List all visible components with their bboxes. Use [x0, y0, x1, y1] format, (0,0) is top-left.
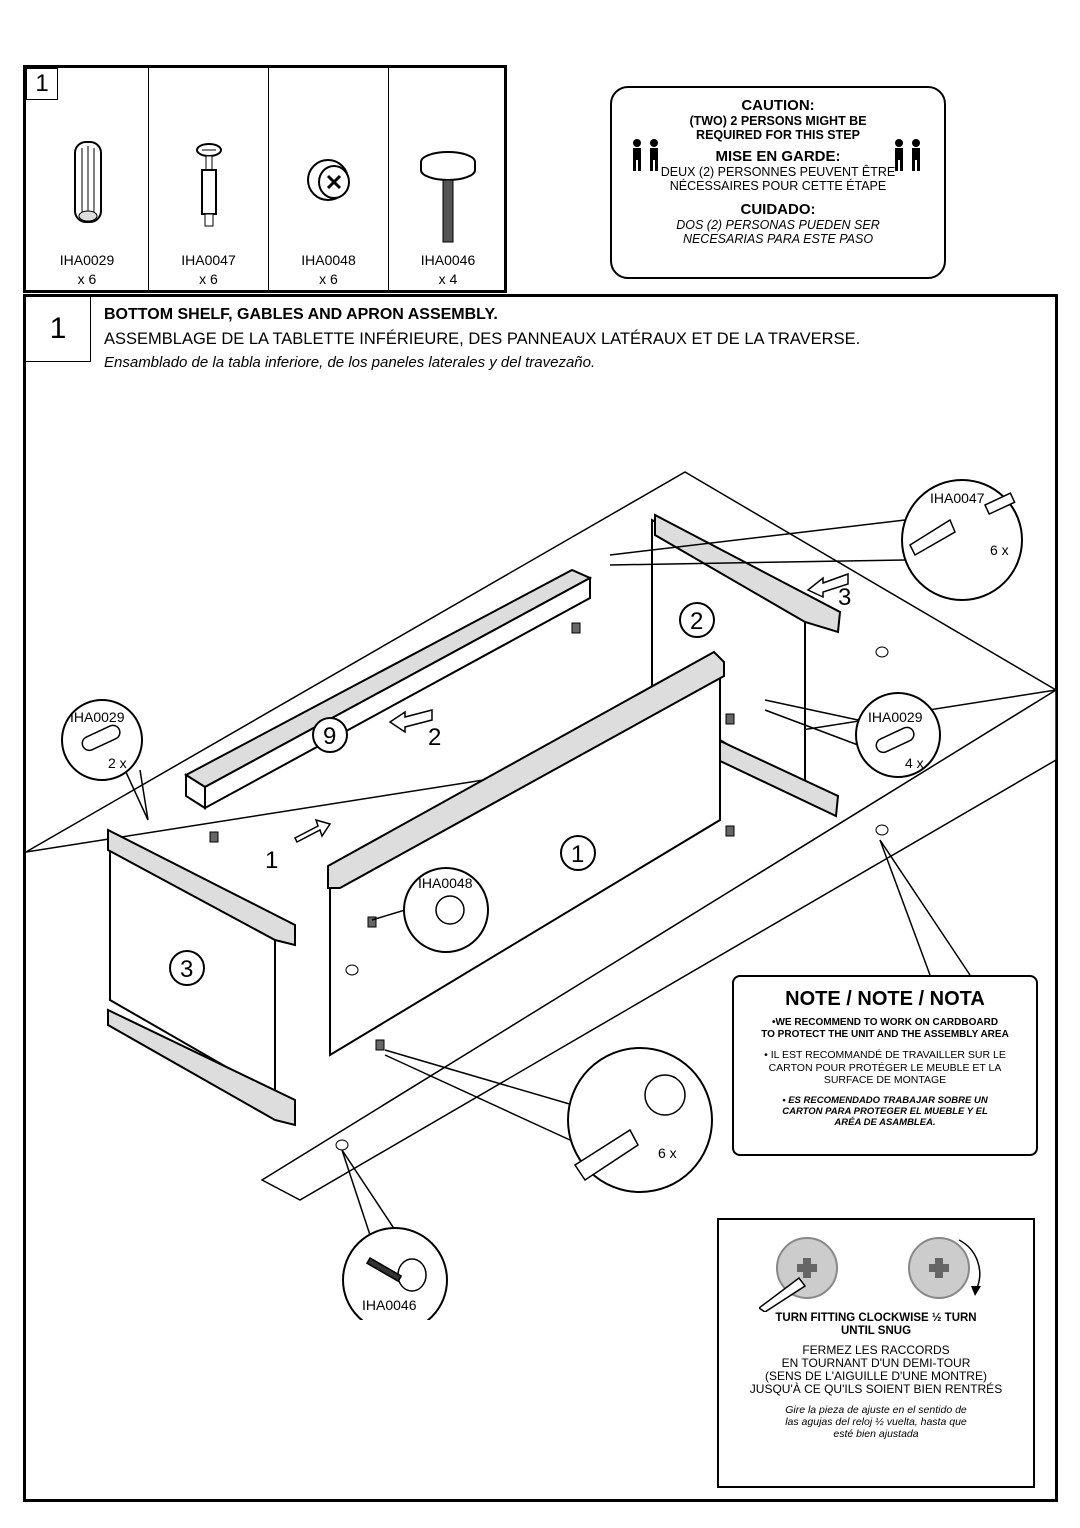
turn-en-line: UNTIL SNUG: [840, 1325, 912, 1337]
leveler-foot-icon: [420, 151, 476, 243]
caution-box: CAUTION: (TWO) 2 PERSONS MIGHT BE REQUIR…: [610, 86, 946, 279]
part-qty: x 6: [199, 271, 218, 287]
note-box: NOTE / NOTE / NOTA •WE RECOMMEND TO WORK…: [732, 975, 1038, 1156]
callout-qty: 6 x: [990, 542, 1009, 558]
cam-lock-icon: [307, 159, 350, 201]
caution-line2-es: NECESARIAS PARA ESTE PASO: [682, 232, 874, 246]
turn-fr-line: (SENS DE L'AIGUILLE D'UNE MONTRE): [765, 1369, 987, 1383]
part-qty: x 6: [77, 271, 97, 287]
cam-bolt-icon: [196, 143, 222, 227]
callout-code: IHA0047: [930, 490, 985, 506]
part-cell-iha0047: IHA0047 x 6: [149, 68, 269, 290]
step-number-badge: 1: [26, 68, 58, 100]
callout-code: IHA0046: [362, 1297, 417, 1313]
two-persons-icon: [633, 139, 658, 171]
step-title-es: Ensamblado de la tabla inferiore, de los…: [104, 354, 596, 371]
turn-en-line: TURN FITTING CLOCKWISE ½ TURN: [775, 1312, 977, 1324]
part-cell-iha0046: IHA0046 x 4: [389, 68, 507, 290]
part-cell-iha0048: IHA0048 x 6: [269, 68, 389, 290]
caution-title-en: CAUTION:: [741, 97, 815, 114]
note-es-line: CARTON PARA PROTEGER EL MUEBLE Y EL: [782, 1105, 988, 1117]
part-qty: x 4: [438, 271, 458, 287]
callout-qty: 6 x: [658, 1145, 677, 1161]
note-en-line: TO PROTECT THE UNIT AND THE ASSEMBLY ARE…: [761, 1029, 1009, 1040]
caution-line1-en: (TWO) 2 PERSONS MIGHT BE: [689, 114, 867, 128]
step-label: 1: [26, 297, 91, 362]
caution-line1-es: DOS (2) PERSONAS PUEDEN SER: [676, 218, 880, 232]
turn-fr-line: FERMEZ LES RACCORDS: [802, 1343, 950, 1357]
caution-line1-fr: DEUX (2) PERSONNES PEUVENT ÊTRE: [660, 165, 896, 179]
arrow-label-3: 3: [838, 584, 851, 611]
part-cell-iha0029: IHA0029 x 6: [26, 68, 149, 290]
turn-es-line: esté bien ajustada: [833, 1428, 919, 1440]
caution-line2-fr: NÉCESSAIRES POUR CETTE ÉTAPE: [669, 179, 887, 193]
turn-fitting-box: TURN FITTING CLOCKWISE ½ TURN UNTIL SNUG…: [717, 1218, 1035, 1488]
callout-code: IHA0029: [70, 709, 125, 725]
note-fr-line: • IL EST RECOMMANDÉ DE TRAVAILLER SUR LE: [764, 1049, 1006, 1061]
step-title-en: BOTTOM SHELF, GABLES AND APRON ASSEMBLY.: [104, 306, 498, 323]
caution-title-es: CUIDADO:: [740, 201, 816, 218]
caution-title-fr: MISE EN GARDE:: [715, 148, 841, 165]
note-en-line: •WE RECOMMEND TO WORK ON CARDBOARD: [771, 1017, 999, 1028]
two-persons-icon: [895, 139, 920, 171]
callout-code: IHA0048: [418, 875, 473, 891]
turn-fr-line: EN TOURNANT D'UN DEMI-TOUR: [781, 1356, 971, 1370]
parts-list: IHA0029 x 6 IHA0047 x 6 IHA0048 x 6 IHA0…: [23, 65, 507, 293]
turn-fitting-icon: [759, 1237, 981, 1312]
part-code: IHA0046: [420, 252, 476, 268]
note-es-line: • ES RECOMENDADO TRABAJAR SOBRE UN: [782, 1094, 988, 1106]
panel-label-2: 2: [690, 608, 703, 635]
part-qty: x 6: [319, 271, 338, 287]
arrow-label-2: 2: [428, 724, 441, 751]
turn-fr-line: JUSQU'À CE QU'ILS SOIENT BIEN RENTRÉS: [749, 1382, 1003, 1396]
assembly-diagram: 2 1 3 9 1 2 3 IHA0047 6 x IHA0029 2 x IH…: [26, 471, 1056, 1320]
callout-qty: 4 x: [905, 755, 924, 771]
panel-label-9: 9: [323, 723, 336, 750]
wooden-dowel-icon: [74, 141, 102, 223]
note-fr-line: CARTON POUR PROTÉGER LE MEUBLE ET LA: [768, 1061, 1002, 1074]
note-fr-line: SURFACE DE MONTAGE: [823, 1074, 947, 1086]
part-code: IHA0048: [301, 252, 356, 268]
panel-label-1: 1: [571, 841, 584, 868]
callout-code: IHA0029: [868, 709, 923, 725]
step-title-fr: ASSEMBLAGE DE LA TABLETTE INFÉRIEURE, DE…: [104, 330, 861, 348]
panel-label-3: 3: [180, 956, 193, 983]
turn-es-line: Gire la pieza de ajuste en el sentido de: [785, 1404, 967, 1416]
callout-qty: 2 x: [108, 755, 127, 771]
caution-line2-en: REQUIRED FOR THIS STEP: [696, 128, 860, 142]
step-panel: [23, 294, 1058, 1502]
part-code: IHA0029: [59, 252, 115, 268]
note-title: NOTE / NOTE / NOTA: [785, 988, 985, 1010]
note-es-line: ARÉA DE ASAMBLEA.: [834, 1116, 936, 1128]
turn-es-line: las agujas del reloj ½ vuelta, hasta que: [785, 1416, 967, 1428]
part-code: IHA0047: [181, 252, 236, 268]
arrow-label-1: 1: [265, 847, 278, 874]
